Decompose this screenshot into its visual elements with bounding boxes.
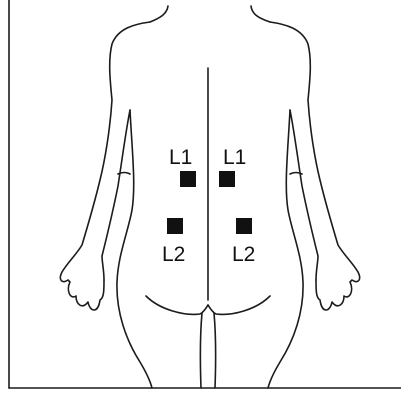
left-arm-outer bbox=[60, 22, 150, 310]
electrode-pad-l2-right bbox=[236, 218, 252, 234]
buttocks-left bbox=[146, 296, 208, 314]
left-inner-leg bbox=[200, 313, 202, 388]
right-torso-side bbox=[268, 110, 303, 388]
electrode-label-l1-right: L1 bbox=[223, 146, 246, 169]
electrode-label-l2-right: L2 bbox=[232, 243, 255, 266]
buttocks-right bbox=[208, 296, 270, 314]
electrode-pad-l1-left bbox=[180, 171, 196, 187]
right-inner-leg bbox=[214, 313, 216, 388]
neck-left bbox=[150, 6, 168, 22]
electrode-label-l2-left: L2 bbox=[162, 243, 185, 266]
right-elbow-crease bbox=[290, 173, 302, 175]
right-arm-inner bbox=[290, 110, 318, 280]
left-torso-side bbox=[117, 110, 152, 388]
electrode-pad-l2-left bbox=[167, 218, 183, 234]
right-arm-outer bbox=[270, 22, 360, 310]
left-arm-inner bbox=[102, 110, 130, 280]
left-elbow-crease bbox=[118, 173, 130, 175]
neck-right bbox=[251, 6, 270, 22]
electrode-label-l1-left: L1 bbox=[169, 146, 192, 169]
electrode-pad-l1-right bbox=[219, 171, 235, 187]
